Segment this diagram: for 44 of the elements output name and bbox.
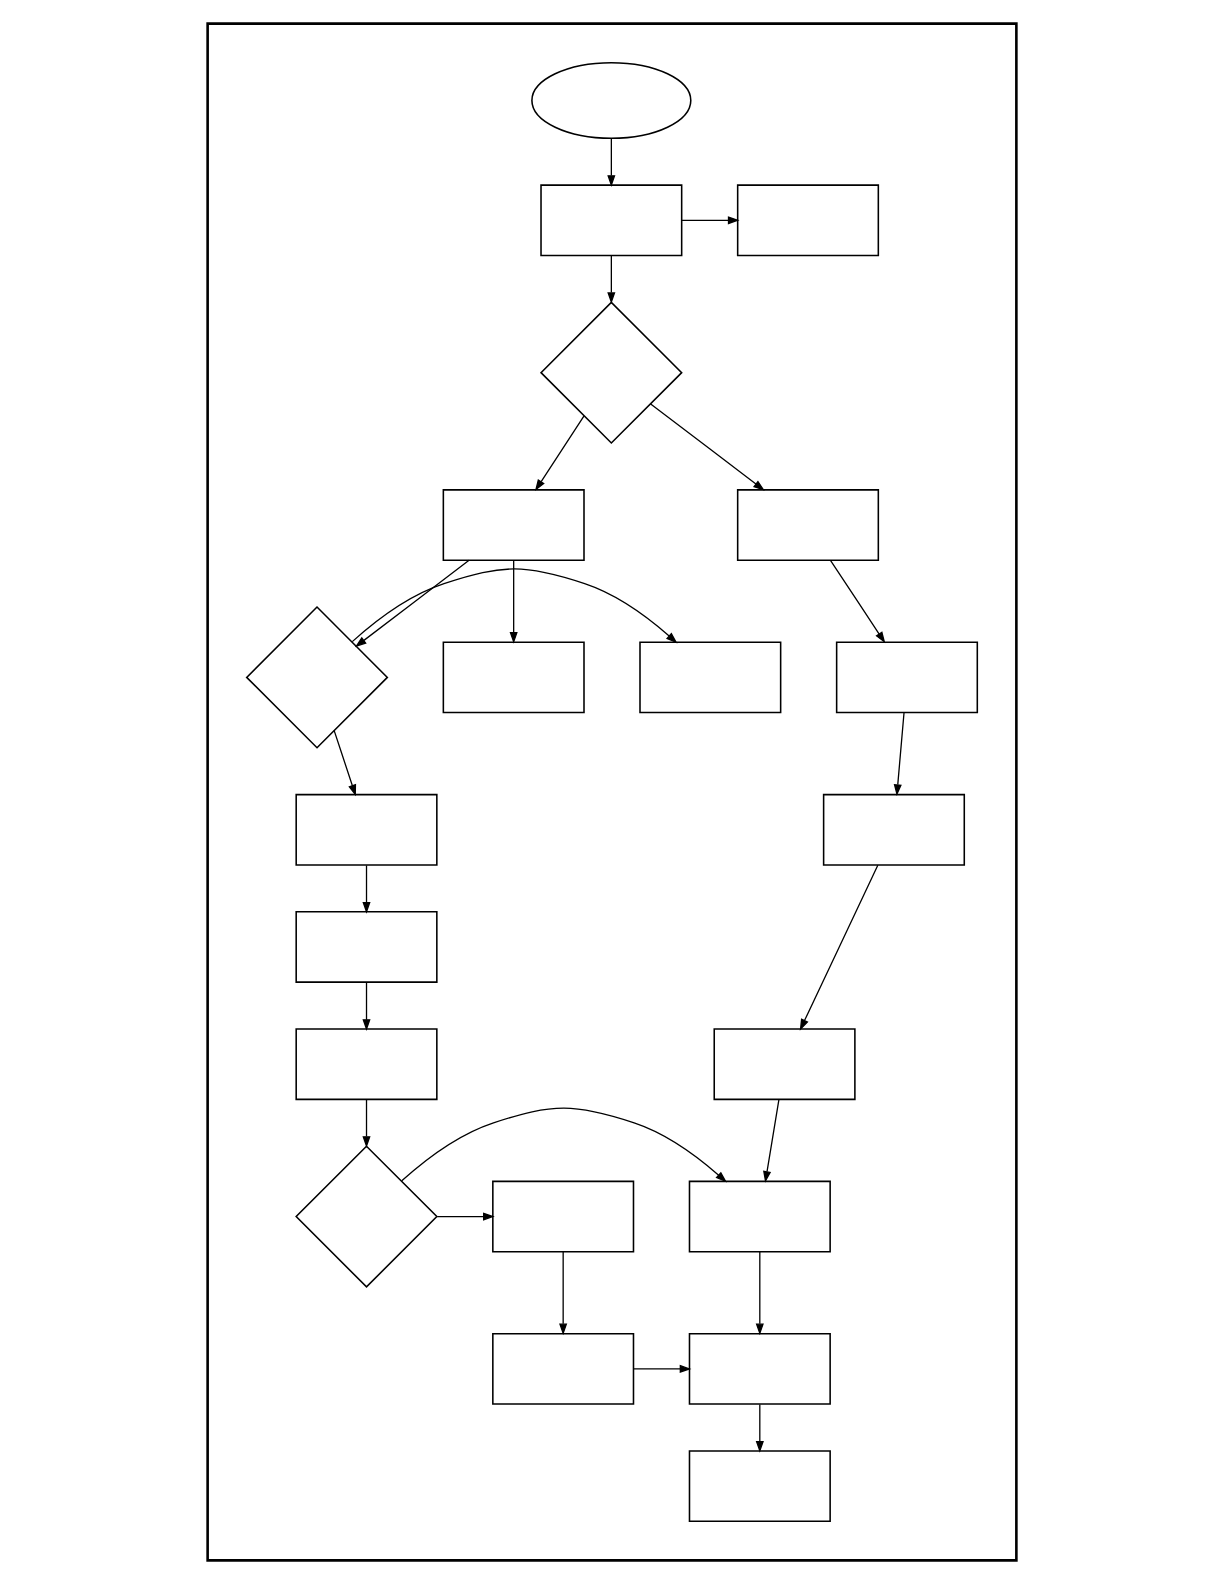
cluster	[206, 22, 1018, 1562]
arrow	[893, 712, 905, 797]
arrow	[509, 559, 518, 644]
node-box	[688, 1450, 831, 1523]
arrow	[351, 568, 678, 644]
arrow	[362, 982, 371, 1031]
node-box	[822, 793, 966, 866]
arrow	[829, 559, 886, 644]
node-box	[639, 641, 782, 714]
arrow	[607, 254, 616, 304]
arrow	[763, 1098, 780, 1183]
node-box	[295, 911, 438, 983]
arrow	[401, 1107, 727, 1183]
arrow	[755, 1403, 764, 1453]
arrow	[633, 1364, 692, 1374]
arrow	[681, 216, 740, 225]
arrow	[755, 1251, 764, 1336]
node-box	[295, 793, 438, 866]
node-box	[835, 641, 979, 714]
node-diamond	[245, 605, 389, 749]
node-box	[540, 184, 683, 257]
node-box	[713, 1028, 856, 1101]
arrow	[607, 138, 616, 187]
node-box	[688, 1333, 831, 1405]
arrow	[534, 415, 585, 492]
arrow	[333, 730, 357, 797]
arrow	[362, 1098, 371, 1148]
arrow	[436, 1212, 495, 1221]
node-box	[492, 1180, 635, 1253]
node-diamond	[539, 301, 683, 445]
arrow	[559, 1251, 568, 1336]
node-box	[442, 641, 585, 714]
node-diamond	[295, 1145, 438, 1288]
arrow	[799, 864, 879, 1031]
node-box	[442, 489, 585, 561]
node-box	[736, 184, 880, 257]
node-box	[492, 1333, 635, 1405]
arrow	[362, 864, 371, 914]
node-ellipse	[531, 61, 692, 139]
node-box	[295, 1028, 438, 1101]
arrow	[354, 559, 470, 648]
arrow	[650, 403, 765, 491]
node-box	[736, 489, 880, 561]
node-box	[688, 1180, 831, 1253]
